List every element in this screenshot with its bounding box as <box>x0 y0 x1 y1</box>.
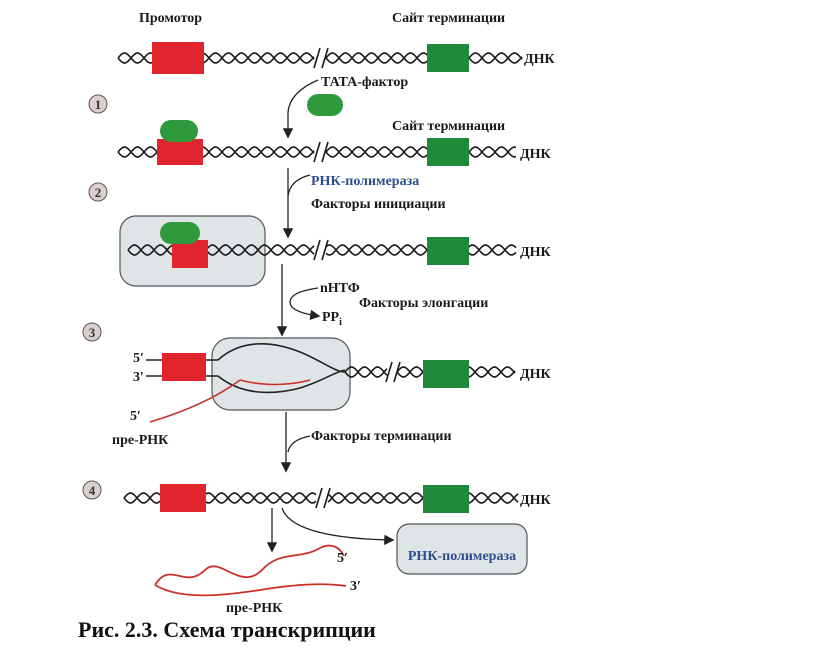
row-5: ДНК <box>123 484 552 513</box>
strand-break-mark <box>313 47 321 69</box>
figure-caption: Рис. 2.3. Схема транскрипции <box>78 617 376 642</box>
five-prime-label: 5′ <box>337 551 348 566</box>
tata-arrow <box>287 79 319 113</box>
promoter-box <box>152 42 204 74</box>
tata-factor-shape <box>307 94 343 116</box>
tata-factor-shape <box>160 222 200 244</box>
polymerase-complex <box>211 337 351 411</box>
dna-strand <box>117 52 523 64</box>
ntp-label: nНТФ <box>320 281 360 296</box>
row-1: Промотор Сайт терминации ДНК <box>117 11 556 74</box>
strand-break-mark <box>321 47 329 69</box>
row-4: 5′ 3′ ДНК 5′ пре-РНК <box>112 337 552 448</box>
pre-rna-label: пре-РНК <box>226 601 283 616</box>
promoter-label: Промотор <box>139 11 202 26</box>
strand-break-mark <box>321 239 329 261</box>
five-prime-label: 5′ <box>133 351 144 366</box>
promoter-box <box>162 353 206 381</box>
svg-text:1: 1 <box>95 97 102 112</box>
rna-strand <box>149 379 241 423</box>
strand-break-mark <box>313 141 321 163</box>
row-2: Сайт терминации ДНК <box>117 119 552 166</box>
dna-label: ДНК <box>520 493 552 508</box>
strand-break-mark <box>321 141 329 163</box>
three-prime-label: 3′ <box>350 579 361 594</box>
strand-break-mark <box>313 239 321 261</box>
step-1-marker: 1 <box>88 94 108 114</box>
promoter-box <box>160 484 206 512</box>
termination-factors-label: Факторы терминации <box>311 429 452 444</box>
dna-strand <box>127 244 517 256</box>
dna-strand <box>127 244 517 256</box>
elongation-factors-label: Факторы элонгации <box>359 296 488 311</box>
termination-site-label: Сайт терминации <box>392 119 505 134</box>
svg-text:2: 2 <box>95 185 102 200</box>
five-prime-label: 5′ <box>130 409 141 424</box>
dna-label: ДНК <box>520 367 552 382</box>
row-3: ДНК <box>119 215 552 287</box>
termination-box <box>423 485 469 513</box>
dna-strand <box>117 146 517 158</box>
promoter-box <box>172 240 208 268</box>
step-2-marker: 2 <box>88 182 108 202</box>
polymerase-release-arrow <box>281 507 395 546</box>
promoter-box <box>157 139 203 165</box>
termination-box <box>427 138 469 166</box>
initiation-factors-label: Факторы инициации <box>311 197 446 212</box>
tata-factor-shape <box>160 120 198 142</box>
strand-break-mark <box>393 361 401 383</box>
dna-label: ДНК <box>520 245 552 260</box>
three-prime-label: 3′ <box>133 370 144 385</box>
pre-rna-label: пре-РНК <box>112 433 169 448</box>
termination-box <box>427 44 469 72</box>
dna-helix-1 <box>117 47 523 69</box>
strand-break-mark <box>315 487 323 509</box>
step-4-marker: 4 <box>82 480 102 500</box>
svg-text:3: 3 <box>89 325 96 340</box>
termination-box <box>427 237 469 265</box>
dna-label: ДНК <box>520 147 552 162</box>
dna-strand <box>117 52 523 64</box>
released-polymerase <box>396 523 528 575</box>
strand-break-mark <box>323 487 331 509</box>
released-rna <box>154 544 345 586</box>
strand-break-mark <box>385 361 393 383</box>
dna-helix-3 <box>127 239 517 261</box>
tata-factor-label: ТАТА-фактор <box>321 75 408 90</box>
termination-box <box>423 360 469 388</box>
termination-site-label: Сайт терминации <box>392 11 505 26</box>
step-3-marker: 3 <box>82 322 102 342</box>
ppi-label: PPi <box>322 310 342 328</box>
svg-text:4: 4 <box>89 483 96 498</box>
dna-strand <box>117 146 517 158</box>
rna-polymerase-label: РНК-полимераза <box>311 174 419 189</box>
rna-polymerase-label: РНК-полимераза <box>408 549 516 564</box>
dna-label: ДНК <box>524 52 556 67</box>
dna-helix-2 <box>117 141 517 163</box>
